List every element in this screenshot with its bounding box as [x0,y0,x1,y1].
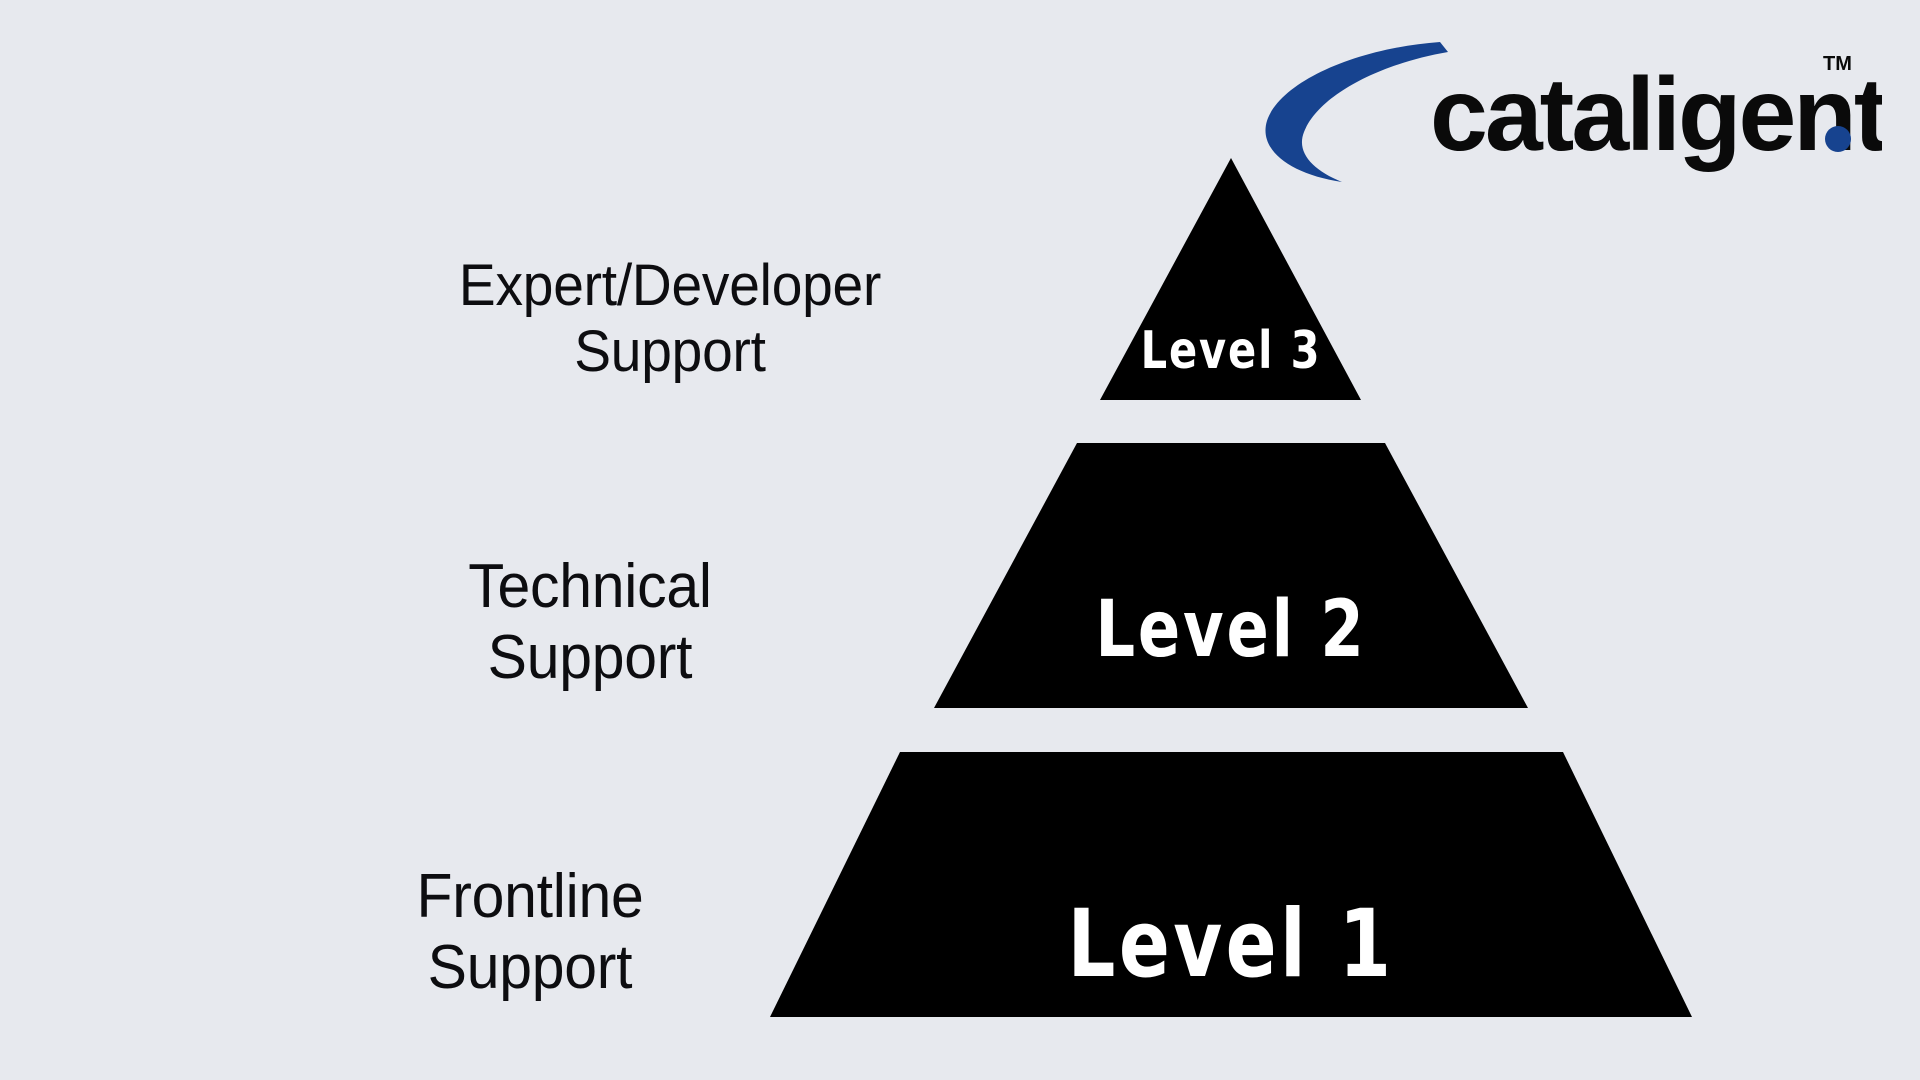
tier-2-caption: Level 2 [1095,585,1367,675]
tier-3-side-label: Expert/Developer Support [347,253,993,385]
logo-swoosh-icon [1265,42,1448,182]
tier-3-caption: Level 3 [1140,321,1322,381]
tier-2-side-label-line1: Technical [468,552,712,621]
tier-3-side-label-line1: Expert/Developer [458,253,882,318]
tier-1-side-label-line2: Support [427,932,633,1002]
tier-1-caption: Level 1 [1067,890,1395,999]
tier-1-side-label: Frontline Support [207,862,853,1003]
tier-3-side-label-line2: Support [574,319,766,385]
pyramid-tier-1-shape [770,752,1692,1017]
tier-2-side-label-line2: Support [487,622,693,692]
pyramid-tier-2-shape [934,443,1528,708]
logo-trademark: TM [1823,53,1852,75]
tier-1-side-label-line1: Frontline [416,862,644,931]
logo-period-icon [1825,126,1851,152]
pyramid-tier-3-shape [1100,158,1361,400]
cataligent-logo: cataligent TM [1262,38,1882,188]
logo-wordmark: cataligent [1430,57,1882,173]
tier-2-side-label: Technical Support [267,552,913,693]
